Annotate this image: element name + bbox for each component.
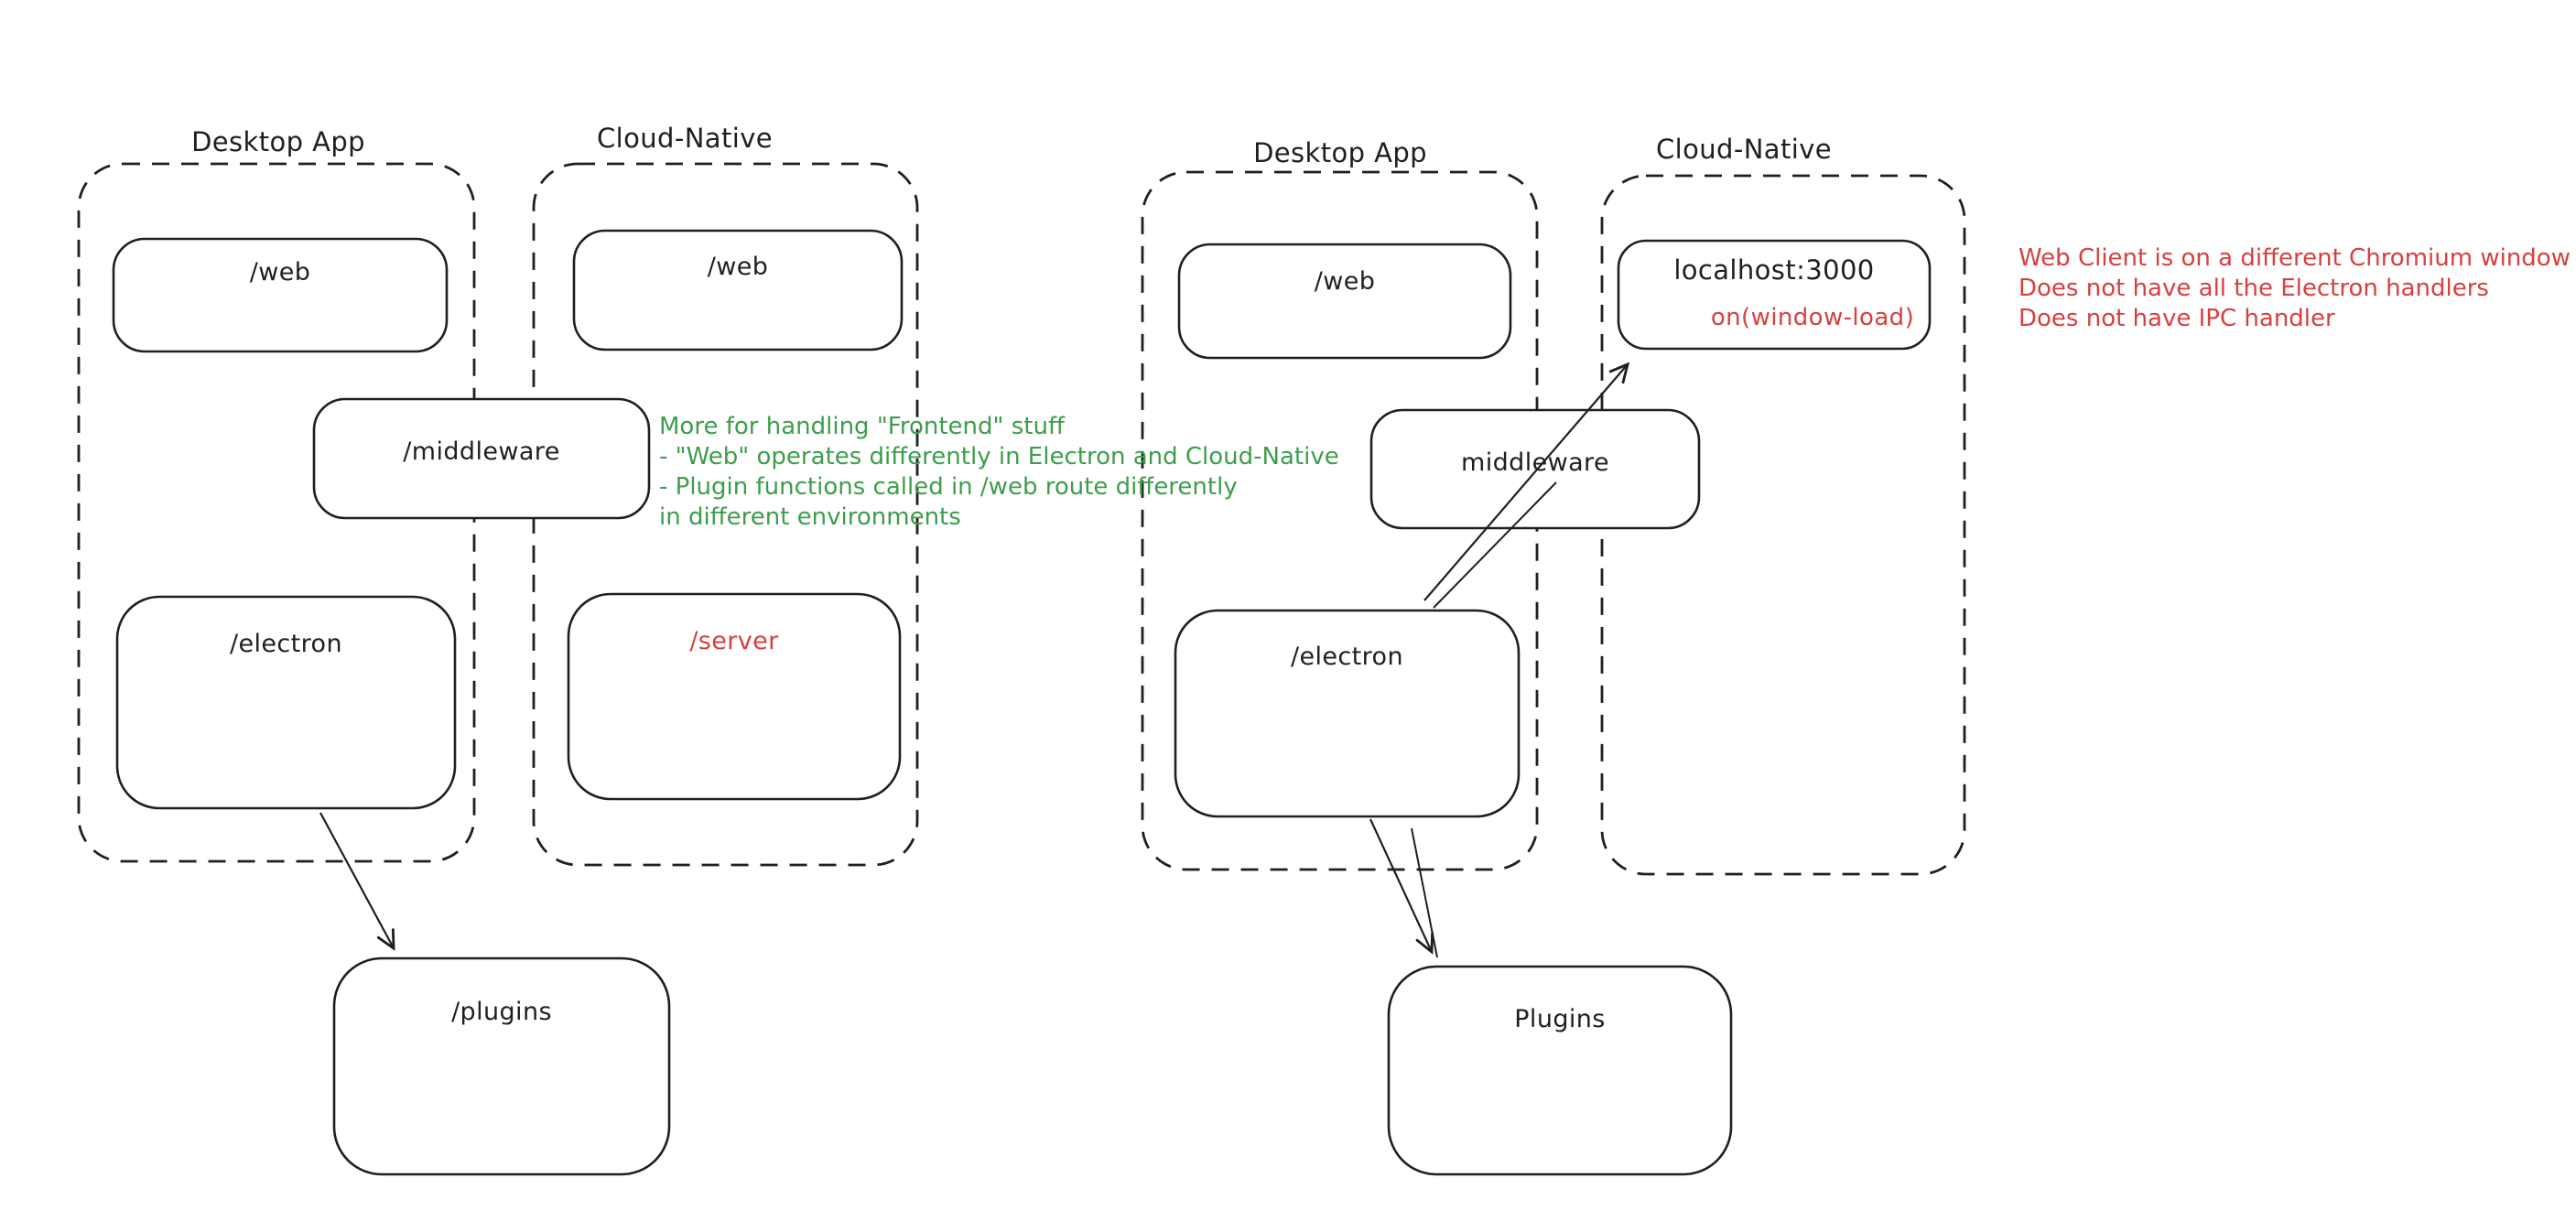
left-web-desktop-box-label: /web <box>249 258 311 286</box>
left-electron-box-label: /electron <box>230 630 342 658</box>
left-cloud-native-label: Cloud-Native <box>597 123 773 154</box>
frontend-note-line-2: - "Web" operates differently in Electron… <box>659 443 1339 470</box>
left-plugins-box <box>332 956 671 1176</box>
left-middleware-box-label: /middleware <box>403 438 560 466</box>
right-desktop-app-label: Desktop App <box>1253 137 1427 168</box>
left-web-cloud-box-label: /web <box>707 253 769 281</box>
frontend-note-line-4: in different environments <box>659 503 961 531</box>
web-client-note-line-3: Does not have IPC handler <box>2019 305 2335 332</box>
right-cloud-native-label: Cloud-Native <box>1656 134 1832 165</box>
arrow-right-electron-to-plugins-sketch-stroke <box>1411 827 1438 958</box>
right-middleware-box-label: middleware <box>1461 448 1609 477</box>
arrow-left-electron-to-plugins <box>319 812 395 951</box>
right-localhost-box-label: localhost:3000 <box>1673 254 1875 286</box>
frontend-note-line-1: More for handling "Frontend" stuff <box>659 413 1065 440</box>
right-window-load-label: on(window-load) <box>1710 304 1915 331</box>
left-server-box <box>567 592 902 801</box>
left-desktop-app-label: Desktop App <box>191 126 365 157</box>
frontend-note: More for handling "Frontend" stuff - "We… <box>659 412 1339 533</box>
right-plugins-box-label: Plugins <box>1514 1005 1606 1033</box>
arrow-right-electron-to-plugins <box>1369 818 1434 955</box>
left-web-cloud-box <box>572 229 904 351</box>
web-client-note-line-2: Does not have all the Electron handlers <box>2019 275 2489 302</box>
left-electron-box <box>115 595 457 810</box>
arrow-right-electron-to-localhost-sketch-stroke <box>1433 481 1557 609</box>
right-middleware-box <box>1369 408 1701 530</box>
left-cloud-native-container <box>532 162 919 867</box>
left-web-desktop-box <box>112 237 449 353</box>
web-client-note-line-1: Web Client is on a different Chromium wi… <box>2019 244 2571 272</box>
left-plugins-box-label: /plugins <box>451 998 552 1026</box>
right-electron-box-label: /electron <box>1291 643 1403 671</box>
left-server-box-label: /server <box>689 627 779 655</box>
right-plugins-box <box>1387 965 1733 1176</box>
right-web-box-label: /web <box>1314 267 1376 296</box>
frontend-note-line-3: - Plugin functions called in /web route … <box>659 473 1238 501</box>
right-localhost-box <box>1617 239 1932 351</box>
arrow-right-electron-to-localhost <box>1423 362 1630 601</box>
right-electron-box <box>1174 609 1521 818</box>
web-client-note: Web Client is on a different Chromium wi… <box>2019 243 2571 334</box>
left-middleware-box <box>312 397 651 520</box>
right-web-box <box>1177 243 1512 360</box>
